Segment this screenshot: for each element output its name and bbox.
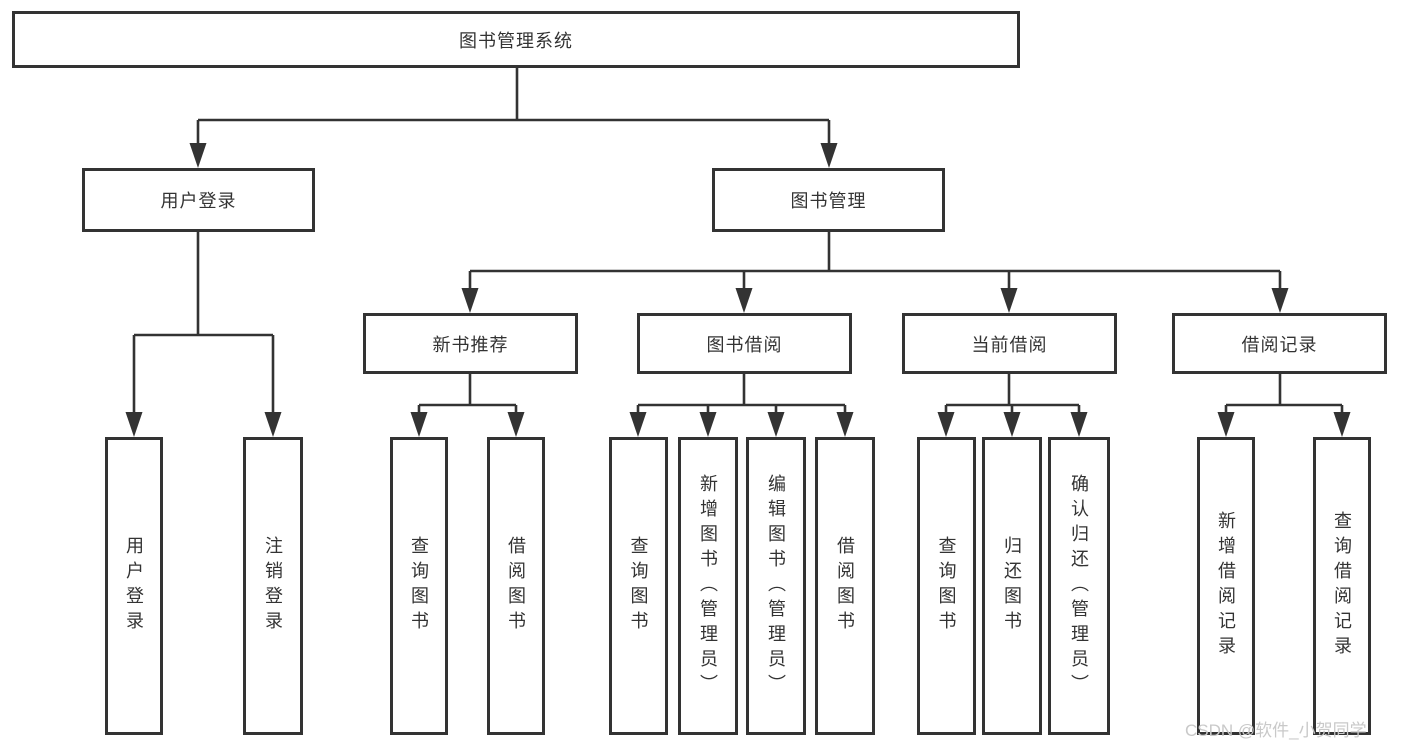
leaf-borrow-query-books: 查询图书 [609,437,668,735]
leaf-records-query-record: 查询借阅记录 [1313,437,1371,735]
node-root: 图书管理系统 [12,11,1020,68]
node-book-borrow: 图书借阅 [637,313,852,374]
leaf-current-confirm-return-admin: 确认归还（管理员） [1048,437,1110,735]
leaf-current-query-books: 查询图书 [917,437,976,735]
leaf-borrow-borrow-books: 借阅图书 [815,437,875,735]
node-book-management: 图书管理 [712,168,945,232]
leaf-borrow-edit-books-admin: 编辑图书（管理员） [746,437,806,735]
leaf-records-add-record: 新增借阅记录 [1197,437,1255,735]
leaf-newbook-query-books: 查询图书 [390,437,448,735]
watermark: CSDN @软件_小贺同学 [1185,721,1367,740]
node-new-book-recommend: 新书推荐 [363,313,578,374]
leaf-user-login: 用户登录 [105,437,163,735]
leaf-newbook-borrow-books: 借阅图书 [487,437,545,735]
node-user-login: 用户登录 [82,168,315,232]
node-borrow-records: 借阅记录 [1172,313,1387,374]
node-current-borrow: 当前借阅 [902,313,1117,374]
leaf-logout: 注销登录 [243,437,303,735]
leaf-current-return-books: 归还图书 [982,437,1042,735]
leaf-borrow-add-books-admin: 新增图书（管理员） [678,437,738,735]
